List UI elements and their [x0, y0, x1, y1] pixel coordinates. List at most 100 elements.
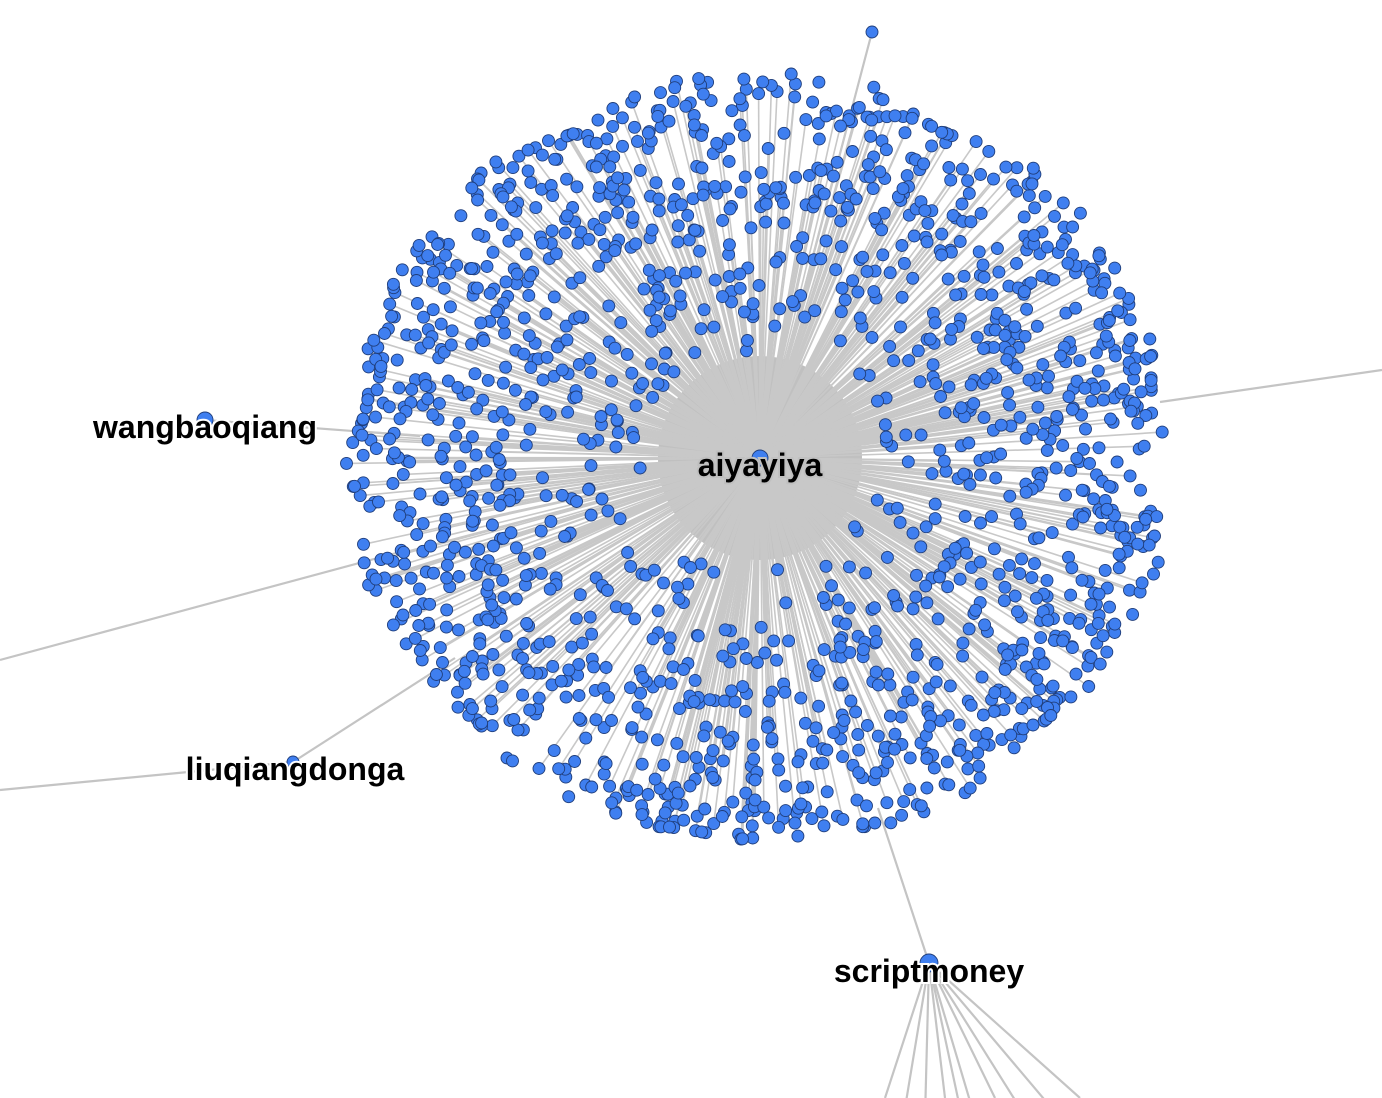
- graph-node[interactable]: [1047, 273, 1061, 287]
- graph-node[interactable]: [413, 644, 427, 657]
- graph-node[interactable]: [896, 182, 910, 196]
- graph-node[interactable]: [972, 245, 986, 259]
- graph-node[interactable]: [1045, 526, 1059, 540]
- graph-node[interactable]: [647, 563, 661, 577]
- graph-node[interactable]: [1027, 229, 1041, 242]
- graph-node[interactable]: [906, 271, 920, 285]
- graph-node[interactable]: [974, 288, 988, 301]
- graph-node[interactable]: [539, 405, 553, 419]
- graph-node[interactable]: [903, 751, 917, 765]
- graph-node[interactable]: [706, 770, 720, 784]
- graph-node[interactable]: [440, 558, 454, 572]
- graph-node[interactable]: [1030, 695, 1044, 708]
- graph-node[interactable]: [771, 752, 785, 766]
- graph-node[interactable]: [663, 304, 677, 318]
- graph-node[interactable]: [992, 567, 1006, 581]
- graph-node[interactable]: [772, 820, 786, 834]
- graph-node[interactable]: [1022, 189, 1036, 203]
- graph-node[interactable]: [975, 670, 989, 684]
- graph-node[interactable]: [856, 817, 870, 831]
- graph-node[interactable]: [486, 539, 500, 553]
- graph-node[interactable]: [842, 601, 856, 615]
- graph-node[interactable]: [935, 248, 949, 262]
- graph-node[interactable]: [535, 236, 549, 250]
- graph-node[interactable]: [1044, 709, 1058, 722]
- graph-node[interactable]: [439, 620, 453, 634]
- graph-node[interactable]: [903, 783, 917, 797]
- graph-node[interactable]: [652, 204, 666, 218]
- graph-node[interactable]: [914, 428, 928, 442]
- graph-node[interactable]: [779, 596, 793, 610]
- graph-node[interactable]: [383, 297, 397, 311]
- graph-node[interactable]: [977, 411, 991, 424]
- graph-node[interactable]: [645, 357, 658, 371]
- graph-node[interactable]: [585, 627, 599, 641]
- graph-node[interactable]: [517, 551, 531, 565]
- graph-node[interactable]: [812, 664, 826, 678]
- graph-node[interactable]: [572, 712, 586, 725]
- graph-node[interactable]: [964, 378, 978, 392]
- graph-node[interactable]: [728, 695, 742, 709]
- graph-node[interactable]: [1092, 587, 1106, 601]
- graph-node[interactable]: [582, 232, 596, 246]
- graph-node[interactable]: [1056, 634, 1070, 648]
- node-scriptmoney[interactable]: [919, 953, 939, 973]
- graph-node[interactable]: [559, 690, 573, 704]
- graph-node[interactable]: [941, 580, 955, 594]
- graph-node[interactable]: [906, 670, 920, 684]
- graph-node[interactable]: [914, 799, 928, 813]
- graph-node[interactable]: [340, 456, 353, 470]
- graph-node[interactable]: [521, 143, 535, 157]
- graph-node[interactable]: [861, 158, 875, 172]
- graph-node[interactable]: [1030, 319, 1044, 333]
- graph-node[interactable]: [496, 573, 510, 587]
- graph-node[interactable]: [1102, 479, 1116, 493]
- graph-node[interactable]: [1022, 373, 1036, 387]
- graph-node[interactable]: [367, 333, 381, 347]
- graph-node[interactable]: [496, 190, 510, 204]
- graph-node[interactable]: [722, 238, 736, 252]
- graph-node[interactable]: [593, 181, 607, 195]
- graph-node[interactable]: [860, 799, 873, 813]
- graph-node[interactable]: [441, 374, 455, 388]
- graph-node[interactable]: [1144, 349, 1158, 363]
- graph-node[interactable]: [689, 751, 703, 764]
- graph-node[interactable]: [963, 781, 977, 795]
- graph-node[interactable]: [1015, 702, 1029, 716]
- graph-node[interactable]: [942, 778, 956, 792]
- graph-node[interactable]: [493, 498, 507, 512]
- graph-node[interactable]: [871, 729, 885, 743]
- graph-node[interactable]: [697, 729, 711, 743]
- graph-node[interactable]: [357, 537, 370, 551]
- graph-node[interactable]: [413, 582, 426, 596]
- graph-node[interactable]: [844, 694, 858, 708]
- graph-node[interactable]: [624, 681, 637, 695]
- graph-node[interactable]: [504, 200, 518, 214]
- graph-node[interactable]: [664, 677, 678, 691]
- graph-node[interactable]: [667, 365, 681, 379]
- graph-node[interactable]: [1083, 457, 1096, 470]
- graph-node[interactable]: [398, 557, 412, 571]
- graph-node[interactable]: [472, 173, 486, 187]
- graph-node[interactable]: [831, 593, 845, 607]
- graph-node[interactable]: [856, 250, 870, 264]
- graph-node[interactable]: [696, 87, 710, 101]
- graph-node[interactable]: [834, 119, 847, 133]
- graph-node[interactable]: [988, 323, 1002, 337]
- graph-node[interactable]: [573, 310, 587, 324]
- graph-node[interactable]: [1100, 502, 1114, 516]
- graph-node[interactable]: [788, 90, 802, 104]
- graph-node[interactable]: [569, 612, 583, 626]
- graph-node[interactable]: [630, 783, 644, 797]
- graph-node[interactable]: [733, 281, 747, 295]
- graph-node[interactable]: [1134, 483, 1147, 497]
- graph-node[interactable]: [998, 580, 1012, 594]
- graph-node[interactable]: [893, 515, 907, 529]
- graph-node[interactable]: [663, 631, 677, 645]
- graph-node[interactable]: [412, 238, 426, 252]
- graph-node[interactable]: [819, 109, 833, 123]
- graph-node[interactable]: [657, 576, 670, 590]
- graph-node[interactable]: [1118, 530, 1132, 544]
- graph-node[interactable]: [595, 492, 609, 506]
